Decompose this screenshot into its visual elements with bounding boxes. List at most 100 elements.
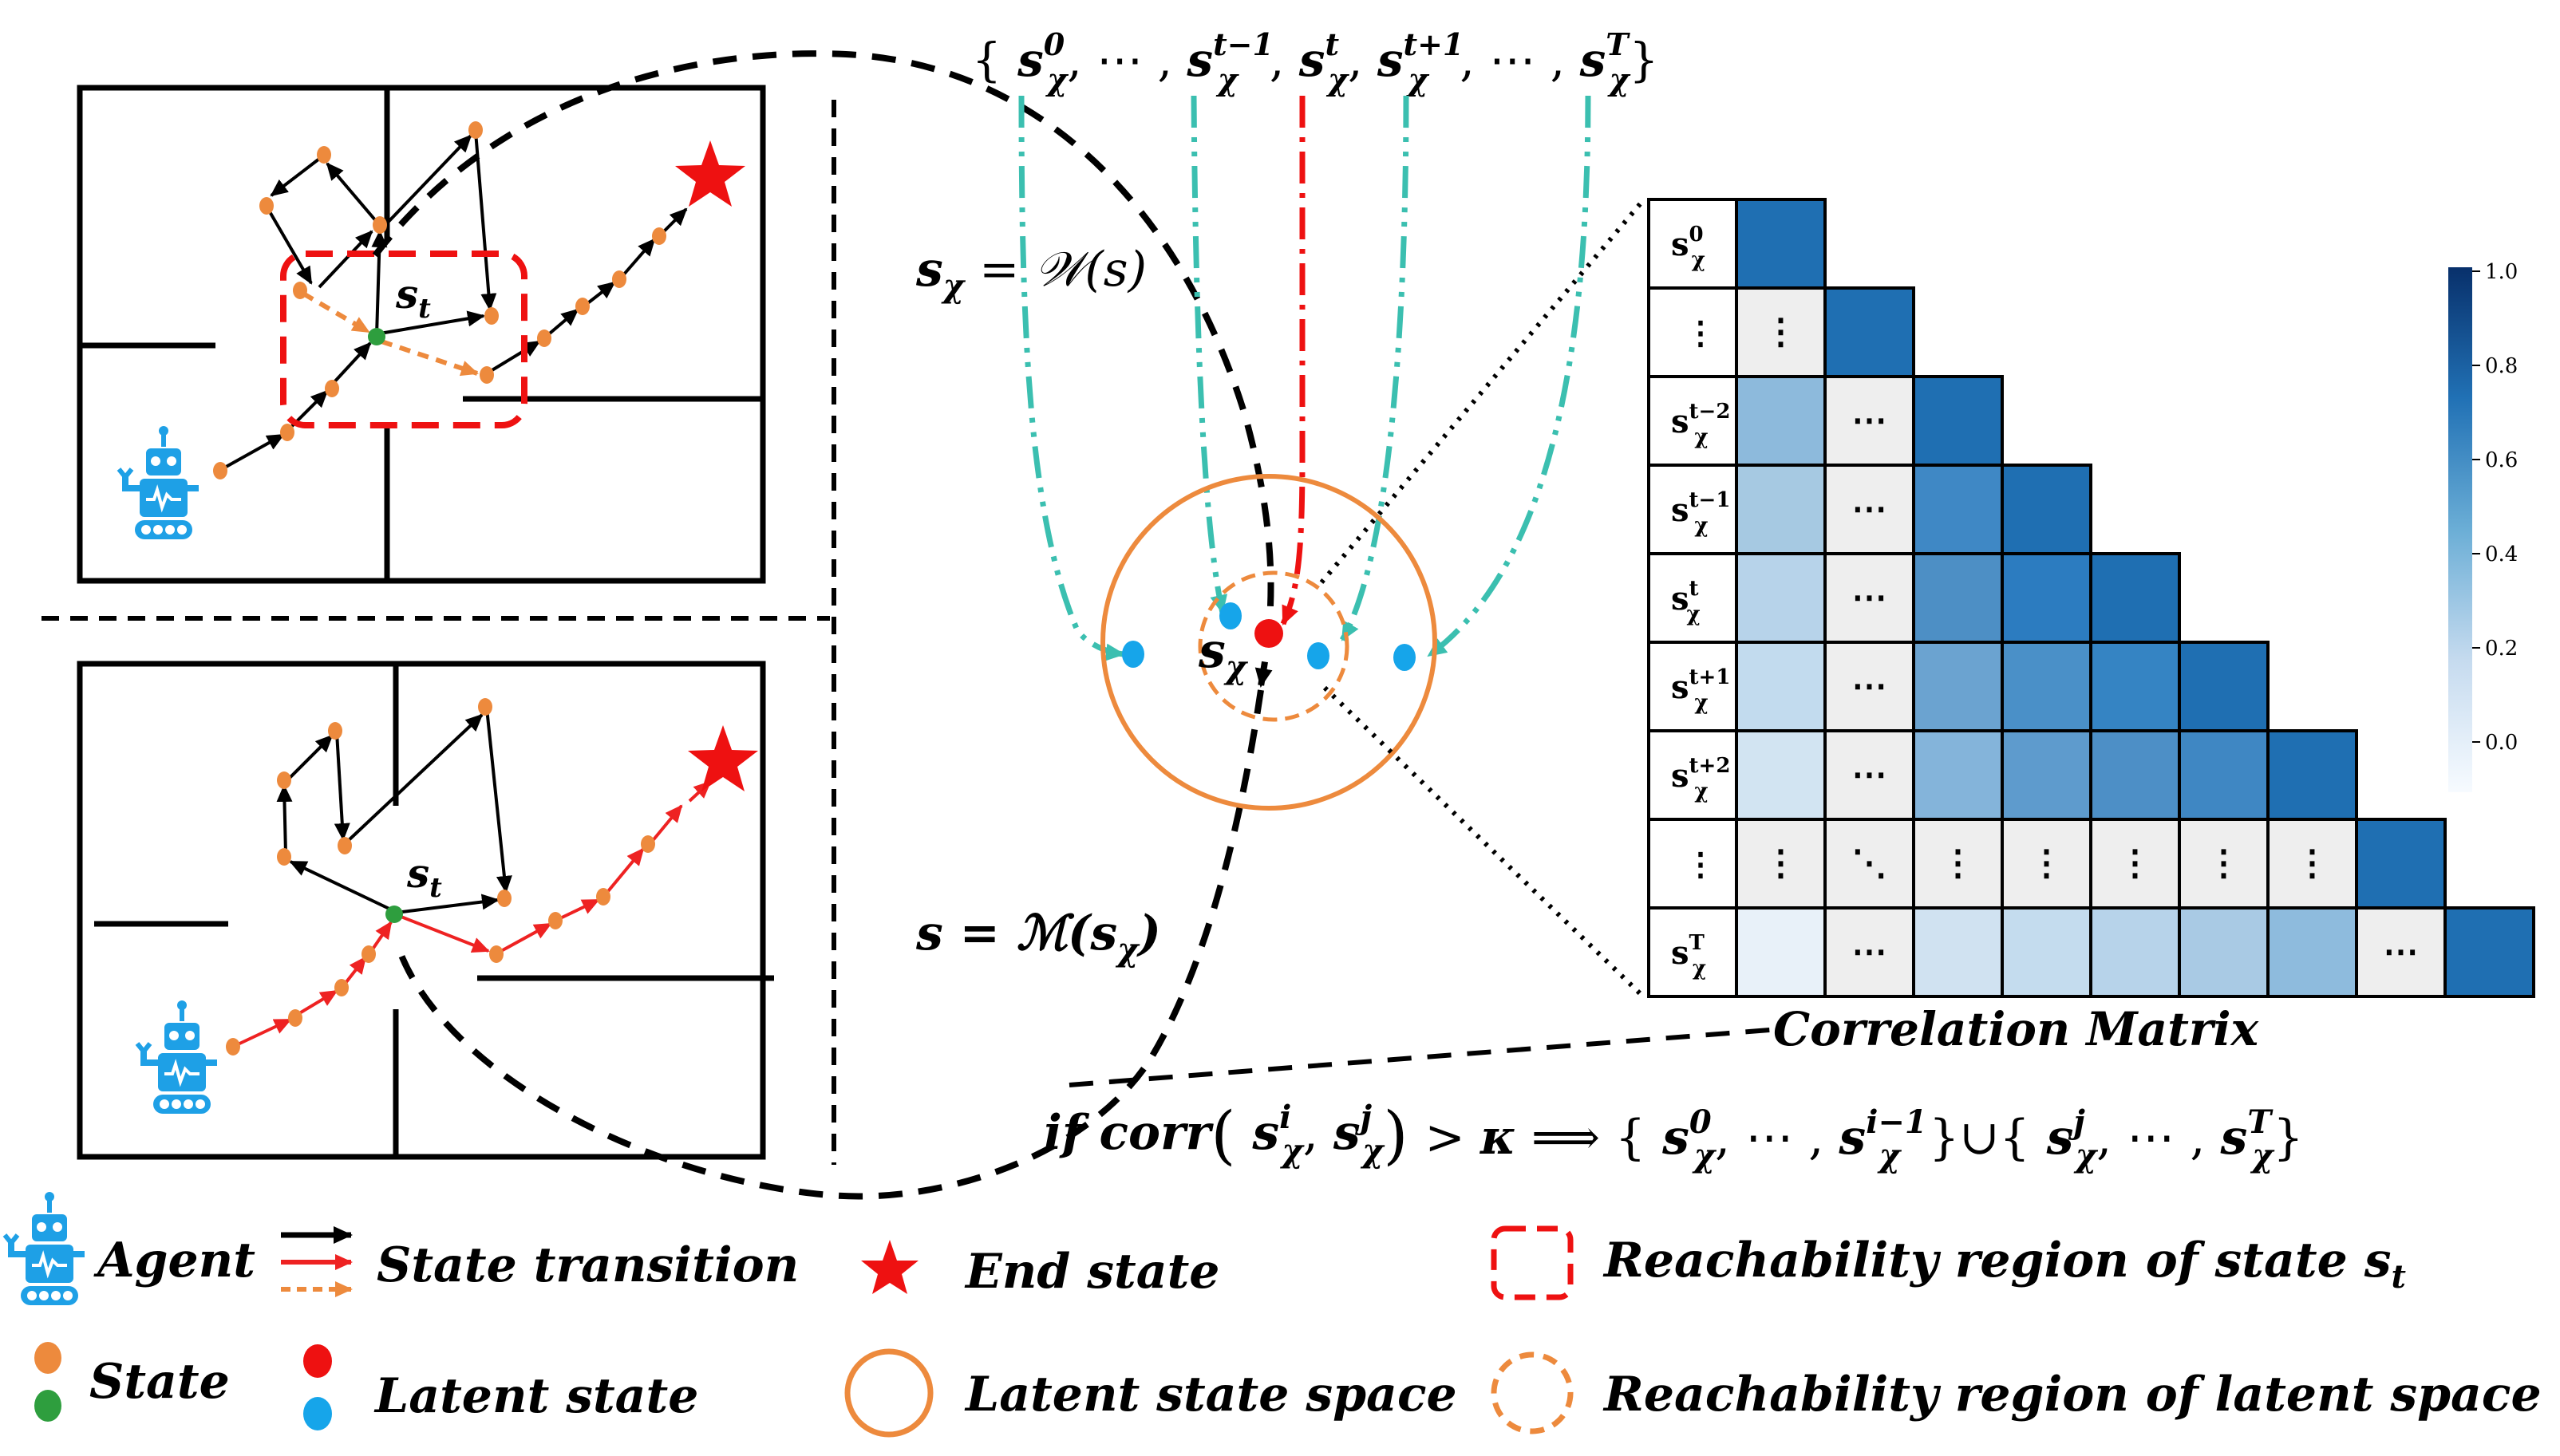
bottom-red-path — [235, 780, 712, 1047]
legend-agent-label: Agent — [93, 1233, 255, 1288]
top-black-path — [221, 131, 688, 471]
matrix-ellipsis: ⋯ — [1852, 489, 1887, 530]
latent-state-red — [1254, 619, 1283, 648]
zoom-line — [1322, 685, 1646, 1000]
encoder-arc — [372, 50, 1274, 688]
matrix-row-label: ⋮ — [1685, 846, 1717, 883]
legend: Agent State transition End state Reachab… — [5, 1192, 2542, 1438]
legend-reach-latent-label: Reachability region of latent space — [1602, 1367, 2542, 1422]
matrix-cell — [2001, 464, 2092, 555]
colorbar-tick-label: 0.6 — [2485, 448, 2518, 472]
zoom-line — [1319, 198, 1646, 584]
matrix-cell — [1735, 729, 1827, 821]
matrix-cell — [2001, 729, 2092, 821]
bottom-maze-panel: st — [77, 661, 774, 1160]
legend-latent-label: Latent state — [373, 1368, 698, 1424]
matrix-ellipsis: ⋱ — [1852, 843, 1887, 884]
legend-state-icon — [34, 1342, 61, 1374]
teal-arrows — [1018, 95, 1591, 661]
red-arrow — [1280, 96, 1306, 625]
matrix-cell — [2443, 906, 2535, 998]
matrix-cell — [1912, 641, 2004, 732]
matrix-cell — [2355, 906, 2447, 998]
matrix-ellipsis: ⋯ — [1852, 932, 1887, 973]
reachability-region-box — [280, 251, 527, 428]
top-states — [213, 121, 666, 479]
legend-latent-red-icon — [303, 1344, 332, 1378]
top-maze-panel: st — [77, 85, 766, 584]
matrix-cell — [2001, 906, 2092, 998]
top-state-label: st — [395, 270, 431, 325]
matrix-cell — [1823, 286, 1915, 378]
matrix-cell — [1823, 906, 1915, 998]
decoder-formula: s = ℳ(sχ) — [915, 906, 1161, 969]
matrix-cell — [2178, 729, 2270, 821]
top-maze-border — [77, 85, 766, 584]
matrix-cell — [1912, 375, 2004, 467]
matrix-ellipsis: ⋮ — [1764, 312, 1799, 353]
matrix-cell — [2266, 818, 2358, 910]
matrix-ellipsis: ⋮ — [1941, 843, 1976, 884]
matrix-ellipsis: ⋮ — [2118, 843, 2153, 884]
legend-state-label: State — [89, 1354, 230, 1410]
legend-star-icon — [861, 1240, 919, 1294]
matrix-cell — [2001, 641, 2092, 732]
encoder-formula: sχ = 𝒲(s) — [915, 242, 1147, 305]
legend-reach-state-label: Reachability region of state st — [1602, 1233, 2406, 1296]
matrix-ellipsis: ⋯ — [1852, 400, 1887, 441]
bottom-states — [226, 698, 655, 1056]
matrix-cell — [1912, 906, 2004, 998]
matrix-cell — [2089, 552, 2181, 644]
bottom-black-path — [276, 708, 512, 914]
matrix-cell — [1735, 906, 1827, 998]
matrix-cell — [2089, 729, 2181, 821]
svg-text:{ s0χ, ⋯ , st−1χ,: { s0χ, ⋯ , st−1χ, stχ, st+1χ, ⋯ , sTχ} — [972, 26, 1658, 97]
legend-reach-box-icon — [1491, 1225, 1574, 1300]
matrix-cell — [1735, 464, 1827, 555]
matrix-cell — [2178, 641, 2270, 732]
legend-latent-blue-icon — [303, 1397, 332, 1430]
bottom-state-label: st — [406, 850, 442, 904]
legend-latent-space-icon — [844, 1348, 934, 1438]
matrix-cell — [1912, 552, 2004, 644]
matrix-cell — [2266, 906, 2358, 998]
matrix-cell — [2178, 906, 2270, 998]
matrix-ellipsis: ⋯ — [1852, 666, 1887, 707]
latent-state-blue — [1393, 644, 1416, 671]
matrix-row-label-cell — [1647, 286, 1738, 378]
matrix-ellipsis: ⋯ — [1852, 755, 1887, 795]
matrix-cell — [1912, 729, 2004, 821]
latent-state-blue — [1307, 642, 1329, 669]
colorbar-tick-label: 0.8 — [2485, 354, 2518, 378]
matrix-ellipsis: ⋯ — [1852, 578, 1887, 618]
matrix-cell — [1912, 464, 2004, 555]
matrix-cell — [2089, 906, 2181, 998]
matrix-cell — [1735, 198, 1827, 290]
zoom-line-dashed — [1069, 1027, 1780, 1087]
matrix-cell — [1735, 641, 1827, 732]
matrix-cell — [2001, 552, 2092, 644]
matrix-cell — [1735, 552, 1827, 644]
matrix-cell — [2089, 818, 2181, 910]
legend-end-label: End state — [964, 1244, 1219, 1300]
current-state-dot — [368, 328, 385, 345]
matrix-ellipsis: ⋮ — [2295, 843, 2330, 884]
matrix-row-label-cell — [1647, 818, 1738, 910]
matrix-ellipsis: ⋮ — [2206, 843, 2242, 884]
matrix-row-label-cell — [1647, 198, 1738, 290]
colorbar-tick-label: 0.4 — [2485, 543, 2518, 566]
matrix-row-label: ⋮ — [1685, 314, 1717, 352]
latent-state-space-circle — [1100, 474, 1437, 811]
center-latent-label: sχ — [1198, 623, 1249, 686]
legend-start-icon — [34, 1390, 61, 1422]
latent-state-blue — [1122, 641, 1144, 668]
legend-latent-space-label: Latent state space — [964, 1367, 1457, 1422]
